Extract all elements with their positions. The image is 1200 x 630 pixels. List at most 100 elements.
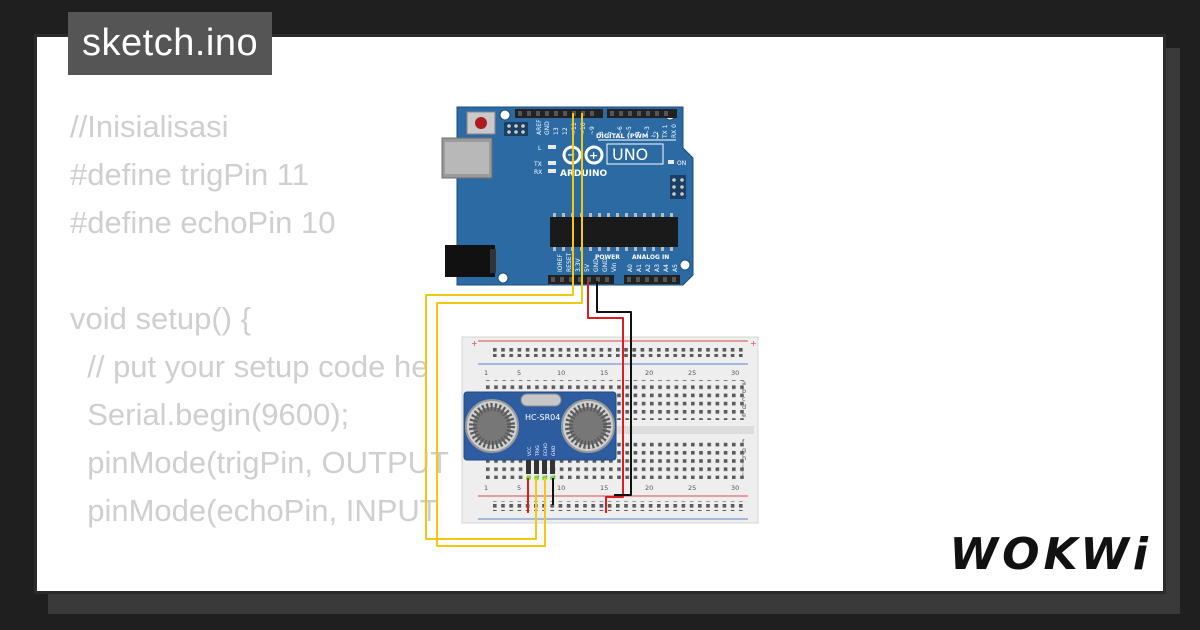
pin-label: IOREF — [557, 254, 564, 272]
digital-header-left — [515, 109, 603, 118]
pin-label: ~10 — [580, 122, 587, 135]
column-number: 10 — [557, 484, 565, 492]
code-line: // put your setup code he — [70, 349, 429, 384]
board-brand: ARDUINO — [560, 169, 608, 179]
pin-label: ~3 — [644, 126, 651, 135]
column-number: 15 — [600, 484, 608, 492]
row-letter: i — [742, 462, 744, 470]
digital-header-label: DIGITAL (PWM ~) — [596, 132, 659, 140]
wire-gnd[interactable] — [596, 281, 632, 496]
pin-label: ~6 — [617, 126, 624, 135]
led-l — [548, 145, 556, 149]
sensor-pin-label: GND — [551, 445, 557, 456]
pin-label: 2 — [653, 131, 660, 135]
pin-label: 3.3V — [575, 257, 582, 272]
svg-text:+: + — [471, 339, 478, 348]
pin-label: Vin — [611, 262, 618, 272]
row-letter: h — [742, 454, 746, 462]
power-jack — [445, 245, 495, 277]
wire-5v[interactable] — [587, 281, 624, 513]
column-number: 20 — [645, 369, 653, 377]
code-line: void setup() { — [70, 301, 251, 336]
pin-label: A5 — [672, 264, 679, 272]
column-number: 25 — [688, 484, 696, 492]
pin-label: GND — [544, 121, 551, 135]
column-number: 25 — [688, 369, 696, 377]
svg-text:−: − — [567, 150, 575, 161]
column-number: 10 — [557, 369, 565, 377]
pin-label: A1 — [636, 264, 643, 272]
row-letter: d — [742, 403, 746, 411]
pin-label: 12 — [562, 127, 569, 135]
crystal-oscillator — [520, 393, 562, 407]
sensor-pin-label: ECHO — [543, 443, 549, 456]
row-letter: g — [742, 446, 746, 454]
row-letter: c — [742, 395, 746, 403]
atmega-chip — [550, 217, 678, 247]
column-number: 20 — [645, 484, 653, 492]
pin-label: ~5 — [626, 126, 633, 135]
led-on — [668, 160, 674, 164]
code-line: } — [70, 583, 449, 591]
transducer-left-icon — [465, 399, 519, 453]
arduino-uno-board[interactable]: AREF GND 13 12 ~11 ~10 ~9 8 7 ~6 ~5 4 ~3… — [441, 106, 694, 286]
pin-label: A4 — [663, 264, 670, 272]
pin-label: GND — [593, 258, 600, 272]
wokwi-logo: WOKWi — [949, 529, 1152, 580]
row-letter: f — [742, 438, 745, 446]
code-line: Serial.begin(9600); — [70, 397, 350, 432]
svg-text:+: + — [750, 339, 757, 348]
pin-label: 13 — [553, 127, 560, 135]
led-on-label: ON — [677, 160, 686, 167]
pin-label: GND — [602, 258, 609, 272]
code-line: #define echoPin 10 — [70, 205, 336, 240]
analog-header — [624, 275, 680, 284]
row-letter: j — [741, 470, 744, 478]
pin-label: AREF — [536, 119, 543, 135]
code-line: pinMode(echoPin, INPUT — [70, 493, 439, 528]
pin-label: A0 — [627, 264, 634, 272]
row-letter: e — [742, 411, 746, 419]
column-number: 30 — [731, 369, 739, 377]
power-label: POWER — [595, 254, 620, 261]
code-line: //Inisialisasi — [70, 109, 229, 144]
pin-label: TX 1 — [662, 124, 669, 139]
sensor-pin-label: TRIG — [535, 445, 541, 457]
pin-label: RX 0 — [671, 124, 678, 138]
wire-trig[interactable] — [425, 113, 574, 540]
wire-echo[interactable] — [436, 113, 583, 547]
transducer-right-icon — [561, 399, 615, 453]
led-rx — [548, 169, 556, 173]
led-l-label: L — [538, 145, 542, 152]
pin-label: 8 — [598, 131, 605, 135]
code-line: pinMode(trigPin, OUTPUT — [70, 445, 449, 480]
led-tx-label: TX — [533, 161, 542, 168]
column-number: 1 — [484, 369, 488, 377]
pin-label: A3 — [654, 264, 661, 272]
pin-label: RESET — [566, 252, 573, 272]
file-title: sketch.ino — [68, 12, 273, 75]
led-rx-label: RX — [534, 169, 542, 176]
pin-label: ~9 — [589, 126, 596, 135]
digital-header-right — [607, 109, 677, 118]
svg-text:+: + — [589, 149, 598, 162]
sensor-pin-label: VCC — [527, 447, 533, 456]
column-number: 30 — [731, 484, 739, 492]
row-letter: a — [742, 379, 746, 387]
code-preview: //Inisialisasi #define trigPin 11 #define … — [70, 103, 449, 591]
pin-label: 4 — [635, 131, 642, 135]
code-line: #define trigPin 11 — [70, 157, 309, 192]
column-number: 5 — [517, 369, 521, 377]
sensor-label: HC-SR04 — [525, 413, 560, 422]
pin-label: A2 — [645, 264, 652, 272]
hc-sr04-sensor[interactable]: HC-SR04 VCC TRIG ECHO GND — [463, 391, 617, 481]
column-number: 1 — [484, 484, 488, 492]
column-number: 5 — [517, 484, 521, 492]
column-number: 15 — [600, 369, 608, 377]
pin-label: 5V — [584, 263, 591, 272]
led-tx — [548, 161, 556, 165]
row-letter: b — [742, 387, 746, 395]
pin-label: ~11 — [571, 122, 578, 135]
pin-label: 7 — [608, 131, 615, 135]
